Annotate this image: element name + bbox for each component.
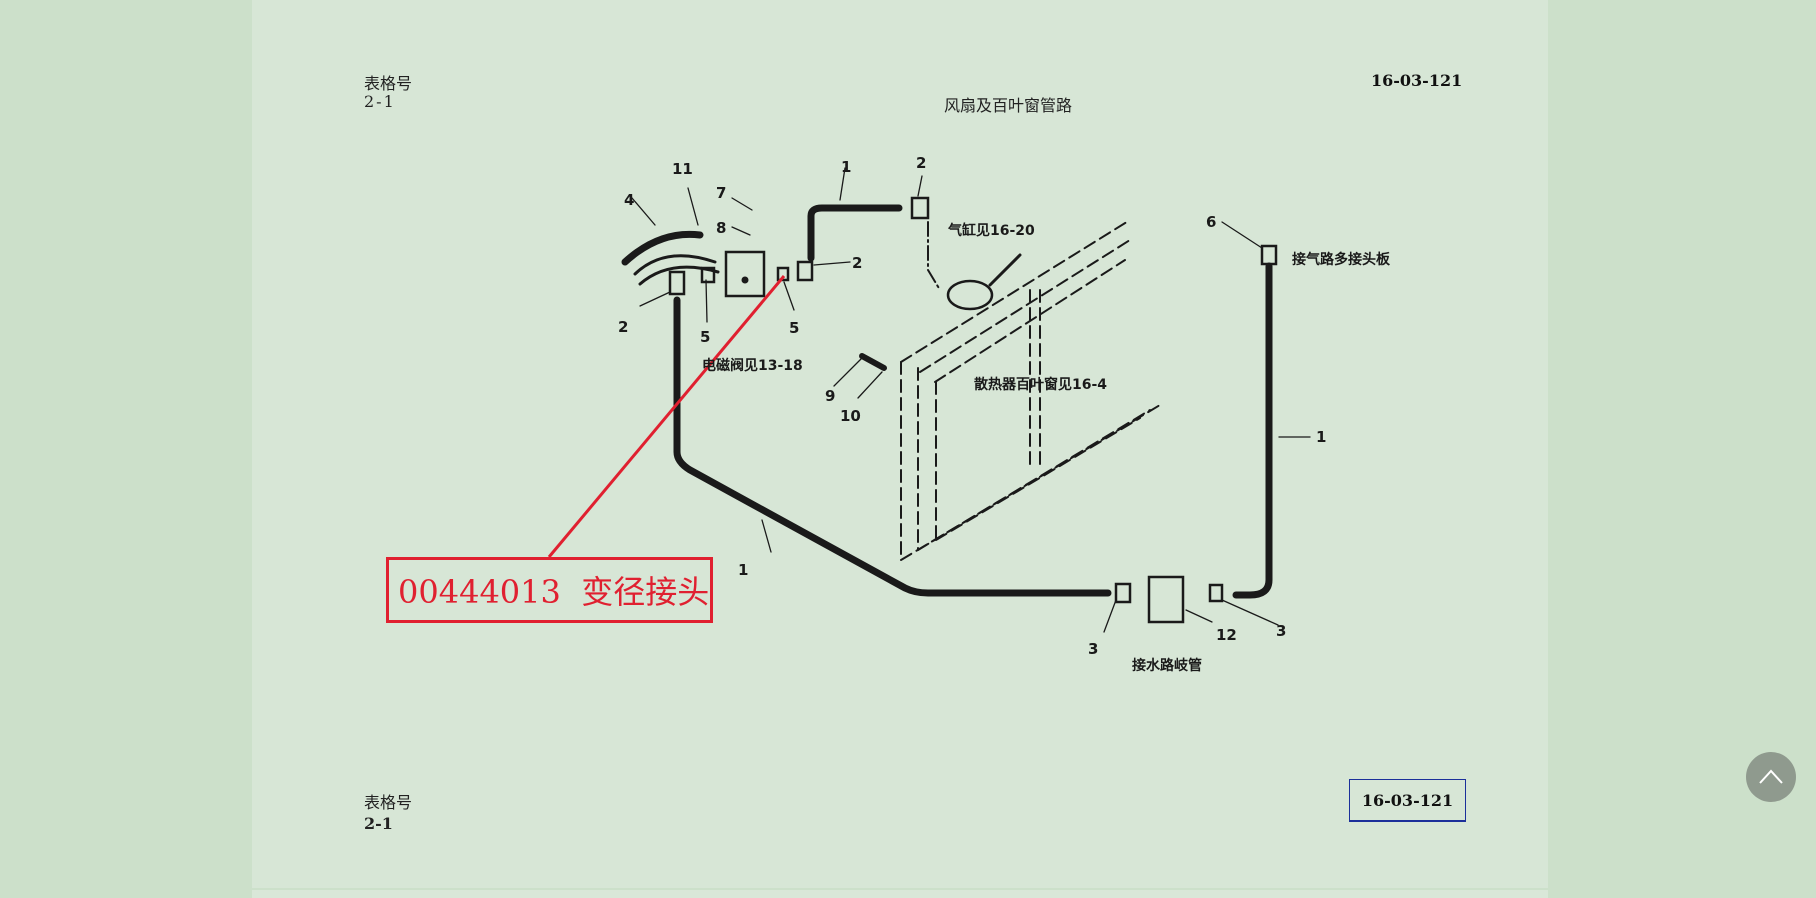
callout-5-right: 5 xyxy=(789,319,799,337)
note-air-board: 接气路多接头板 xyxy=(1292,251,1391,268)
part-annotation-box: 00444013 变径接头 xyxy=(386,557,713,623)
radiator-louver-frame xyxy=(900,219,1161,561)
note-radiator: 散热器百叶窗见16-4 xyxy=(974,376,1107,393)
callout-5-left: 5 xyxy=(700,328,710,346)
callout-6: 6 xyxy=(1206,213,1216,231)
page-title: 风扇及百叶窗管路 xyxy=(944,96,1073,115)
note-water-manifold: 接水路岐管 xyxy=(1132,657,1202,674)
hose-4 xyxy=(621,230,704,266)
part-annotation-text: 00444013 变径接头 xyxy=(398,573,710,611)
callout-10: 10 xyxy=(840,407,861,425)
callout-9: 9 xyxy=(825,387,835,405)
scroll-to-top-button[interactable] xyxy=(1746,752,1796,802)
note-cylinder: 气缸见16-20 xyxy=(947,222,1035,239)
callout-1-top: 1 xyxy=(841,158,851,176)
note-solenoid: 电磁阀见13-18 xyxy=(702,357,803,374)
callout-12: 12 xyxy=(1216,626,1237,644)
pipe-top xyxy=(807,204,903,262)
air-cylinder xyxy=(946,279,994,311)
callout-11: 11 xyxy=(672,160,693,178)
pipe-right xyxy=(1232,262,1273,599)
annotation-leader-line xyxy=(547,275,786,558)
callout-4: 4 xyxy=(624,191,634,209)
footer-form-label: 表格号 xyxy=(364,793,413,812)
callout-1-right: 1 xyxy=(1316,428,1326,446)
page-code-link[interactable]: 16-03-121 xyxy=(1349,779,1466,822)
page-code: 16-03-121 xyxy=(1371,71,1463,90)
callout-2-right: 2 xyxy=(852,254,862,272)
pipe-left xyxy=(673,296,1112,597)
form-number: 2-1 xyxy=(364,92,396,111)
callout-7: 7 xyxy=(716,184,726,202)
form-label: 表格号 xyxy=(364,74,413,93)
callout-8: 8 xyxy=(716,219,726,237)
page-bottom-strip xyxy=(252,890,1548,898)
callout-3-right: 3 xyxy=(1276,622,1286,640)
callout-2-left: 2 xyxy=(618,318,628,336)
footer-form-number: 2-1 xyxy=(364,814,393,833)
callout-1-bottom: 1 xyxy=(738,561,748,579)
callout-3-left: 3 xyxy=(1088,640,1098,658)
chevron-up-icon xyxy=(1759,769,1783,784)
solenoid-valve xyxy=(724,250,766,298)
callout-2-top: 2 xyxy=(916,154,926,172)
